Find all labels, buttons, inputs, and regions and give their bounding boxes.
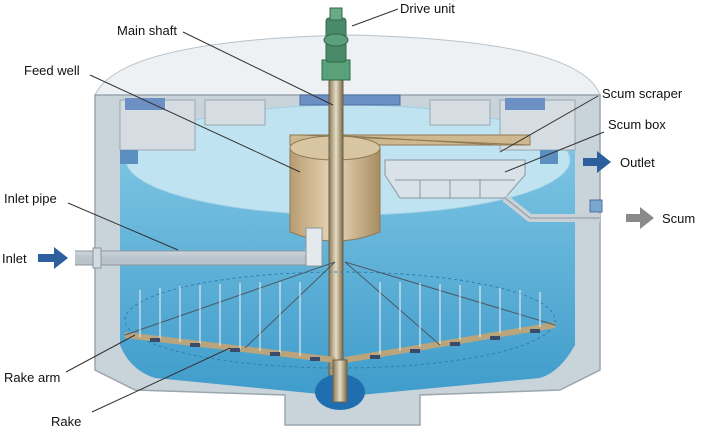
leader-lines [65,8,605,413]
launder-slot-right [540,150,558,164]
label-inlet: Inlet [2,251,27,266]
bridge-beam [299,94,401,106]
label-scum-scraper: Scum scraper [602,86,683,101]
launder-blue-right [505,98,545,110]
leader-inlet-pipe [67,202,179,251]
leader-main-shaft [182,31,334,106]
leader-scum-box [504,131,605,173]
outlet-arrow [583,151,611,173]
scum-arrow [626,207,654,229]
drive-unit-base [321,59,351,81]
rim-block-right2 [429,99,491,126]
leader-feed-well [89,74,301,173]
rim-block-left2 [204,99,266,126]
label-outlet: Outlet [620,155,655,170]
label-inlet-pipe: Inlet pipe [4,191,57,206]
label-rake: Rake [51,414,82,429]
label-drive-unit: Drive unit [400,1,455,16]
leader-rake-arm [65,334,136,373]
leader-rake [91,347,231,413]
launder-blue-left [125,98,165,110]
label-main-shaft: Main shaft [117,23,177,38]
label-feed-well: Feed well [24,63,80,78]
label-scum-box: Scum box [608,117,666,132]
rake-blades [150,329,540,361]
main-shaft [328,59,344,401]
launder-slot-left [120,150,138,164]
picket-rods [139,282,541,356]
label-scum: Scum [662,211,696,226]
leader-drive-unit [351,8,399,27]
inlet-arrow [38,247,68,269]
rake-sweep [124,271,556,369]
scum-box [384,159,526,199]
leader-scum-scraper [499,95,599,153]
label-rake-arm: Rake arm [4,370,61,385]
